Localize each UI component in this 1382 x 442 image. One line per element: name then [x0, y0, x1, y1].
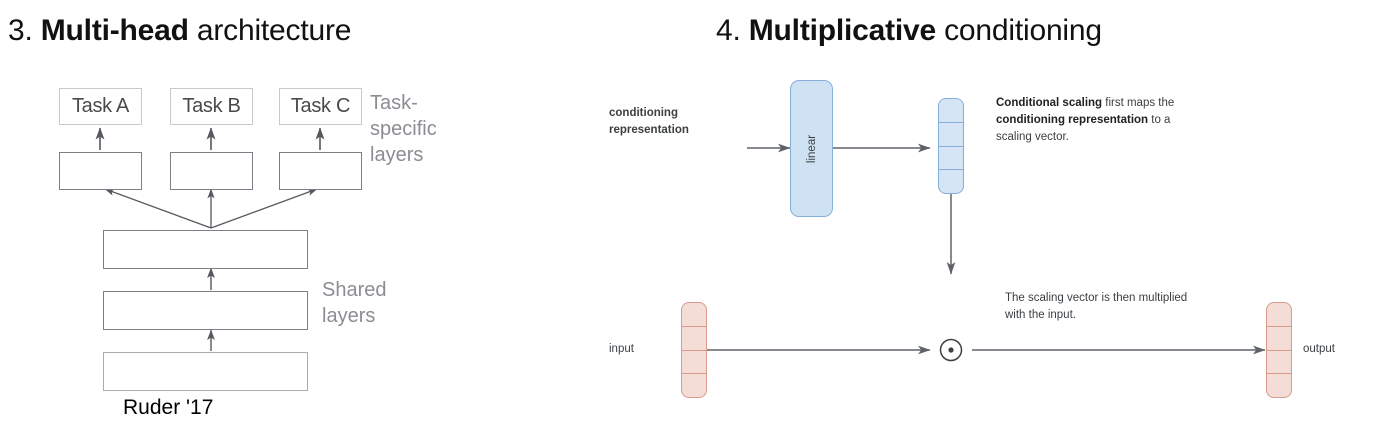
- note-conditional-scaling-rest2: to a: [1148, 114, 1171, 126]
- scaling-vector-cell: [939, 145, 963, 170]
- note-conditional-scaling-line1: Conditional scaling first maps the: [996, 95, 1174, 112]
- scaling-vector: [938, 98, 964, 194]
- task-specific-layers-label: Task- specific layers: [370, 92, 437, 166]
- linear-block: linear: [790, 80, 833, 217]
- input-vector-cell: [682, 325, 706, 350]
- slide-title-rest-left: architecture: [188, 14, 352, 47]
- output-vector-cell: [1267, 325, 1291, 350]
- page-title-left: 3. Multi-head architecture: [8, 16, 351, 46]
- task-box-a-label: Task A: [71, 95, 130, 117]
- output-vector-cell: [1267, 303, 1291, 326]
- slide-number-left: 3.: [8, 14, 33, 47]
- conditioning-representation-label-line2: representation: [609, 124, 689, 136]
- note-conditional-scaling-line3: scaling vector.: [996, 131, 1069, 143]
- multiplicative-conditioning-diagram: conditioning representation linear Condi…: [600, 0, 1382, 442]
- task-box-c: Task C: [279, 88, 362, 125]
- note-multiply-line2: with the input.: [1005, 309, 1076, 321]
- note-conditional-scaling-rest1: first maps the: [1102, 97, 1175, 109]
- task-specific-layer-c: [279, 152, 362, 190]
- input-vector-cell: [682, 349, 706, 374]
- scaling-vector-cell: [939, 169, 963, 193]
- slide-title-bold-left: Multi-head: [40, 14, 189, 47]
- task-specific-layer-b: [170, 152, 253, 190]
- input-vector-cell: [682, 303, 706, 326]
- shared-layers-label: Shared layers: [322, 279, 387, 327]
- shared-layer-bottom: [103, 352, 308, 391]
- slide-title-rest-right: conditioning: [936, 14, 1102, 47]
- task-box-b: Task B: [170, 88, 253, 125]
- note-conditional-scaling-bold2: conditioning representation: [996, 114, 1149, 126]
- multi-head-architecture-diagram: Task A Task B Task C Task- specific laye…: [59, 88, 437, 419]
- note-conditional-scaling-bold1: Conditional scaling: [996, 97, 1103, 109]
- output-vector: [1266, 302, 1292, 398]
- task-specific-layer-a: [59, 152, 142, 190]
- elementwise-multiply-icon: [939, 338, 963, 362]
- output-vector-cell: [1267, 349, 1291, 374]
- conditioning-representation-label-line1: conditioning: [609, 107, 678, 119]
- task-box-b-label: Task B: [182, 95, 241, 117]
- slide-number-right: 4.: [716, 14, 741, 47]
- input-vector-cell: [682, 373, 706, 397]
- task-box-c-label: Task C: [290, 95, 351, 117]
- conditioning-connectors: [707, 143, 1266, 362]
- page-title-right: 4. Multiplicative conditioning: [716, 16, 1102, 46]
- scaling-vector-cell: [939, 121, 963, 146]
- shared-layer-top: [103, 230, 308, 269]
- scaling-vector-cell: [939, 99, 963, 122]
- output-vector-cell: [1267, 373, 1291, 397]
- shared-layer-middle: [103, 291, 308, 330]
- note-multiply-line1: The scaling vector is then multiplied: [1005, 292, 1188, 304]
- input-vector: [681, 302, 707, 398]
- linear-block-label: linear: [805, 134, 818, 163]
- output-label: output: [1303, 343, 1335, 355]
- note-conditional-scaling-line2: conditioning representation to a: [996, 112, 1170, 129]
- task-box-a: Task A: [59, 88, 142, 125]
- input-label: input: [609, 343, 634, 355]
- citation-ruder: Ruder '17: [123, 396, 214, 419]
- slide-title-bold-right: Multiplicative: [748, 14, 936, 47]
